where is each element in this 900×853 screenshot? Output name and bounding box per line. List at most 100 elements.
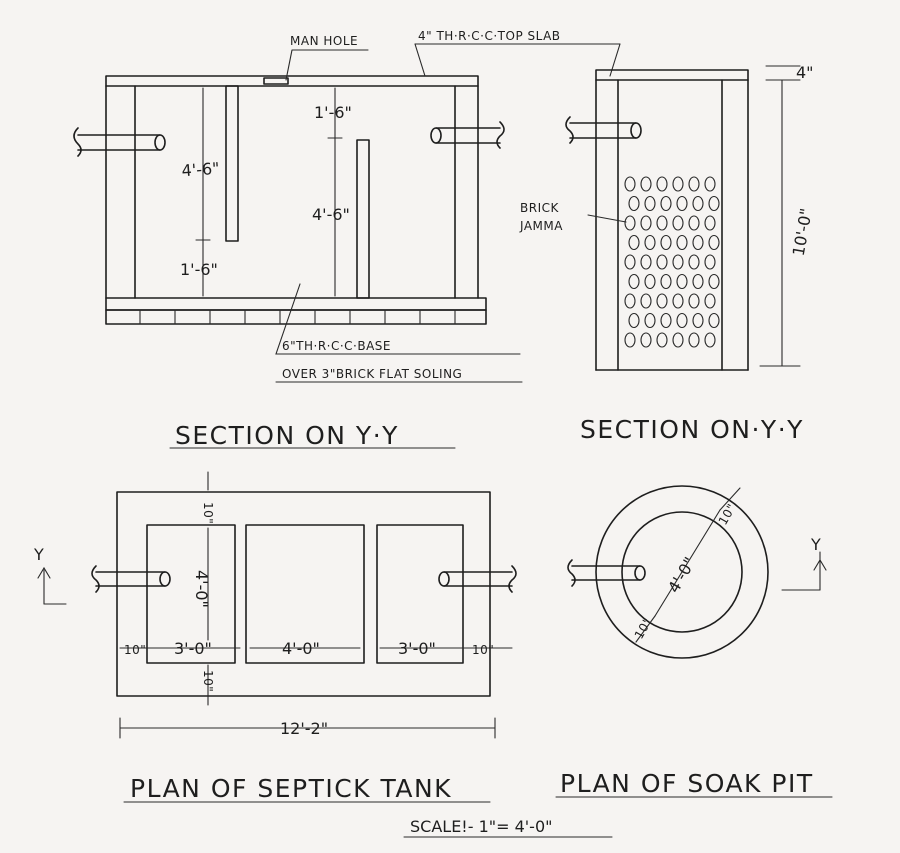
brick-jamma-pebble — [640, 176, 652, 192]
brick-jamma-pebble — [660, 195, 672, 212]
plan-dimension-lines — [119, 471, 513, 739]
brick-jamma-pebble — [672, 215, 684, 231]
tank-outer-wall — [116, 491, 491, 697]
chamber-3 — [376, 524, 464, 664]
brick-jamma-pebble — [688, 215, 700, 231]
brick-jamma-pebble — [692, 195, 704, 212]
brick-jamma-leader — [587, 214, 627, 223]
pit-wall-bottom: 10" — [632, 615, 655, 641]
base-label-line1: 6"TH·R·C·C·BASE — [282, 339, 391, 353]
brick-jamma-pebble — [656, 332, 668, 348]
brick-jamma-label-1: BRICK — [520, 201, 559, 215]
plan-title-tank: PLAN OF SEPTICK TANK — [130, 774, 452, 803]
top-slab-label: 4" TH·R·C·C·TOP SLAB — [418, 29, 561, 43]
brick-jamma-fill — [624, 176, 720, 348]
brick-jamma-pebble — [656, 215, 668, 231]
soak-top-slab — [595, 69, 749, 81]
brick-jamma-pebble — [672, 293, 684, 309]
plan-outlet-pipe — [438, 565, 517, 593]
brick-jamma-pebble — [672, 176, 684, 192]
brick-jamma-pebble — [676, 195, 688, 212]
brick-jamma-pebble — [676, 234, 688, 251]
base-leader — [275, 283, 521, 355]
baffle-height-right: 4'-6" — [312, 205, 350, 224]
septic-tank-section: MAN HOLE 4" TH·R·C·C·TOP SLAB 4'-6" 1'-6… — [73, 29, 621, 383]
base-label-line2: OVER 3"BRICK FLAT SOLING — [282, 367, 462, 381]
chamber-1 — [146, 524, 236, 664]
brick-jamma-pebble — [624, 215, 636, 231]
soak-pit-section: BRICK JAMMA 4" 10'-0" — [519, 63, 816, 371]
brick-jamma-pebble — [644, 195, 656, 212]
brick-jamma-pebble — [628, 312, 640, 329]
brick-jamma-pebble — [628, 273, 640, 290]
pit-outer-ring — [595, 485, 769, 659]
brick-jamma-pebble — [708, 234, 720, 251]
chamber-2 — [245, 524, 365, 664]
brick-jamma-pebble — [660, 312, 672, 329]
brick-jamma-pebble — [624, 176, 636, 192]
brick-jamma-pebble — [704, 176, 716, 192]
plan-title-soak: PLAN OF SOAK PIT — [560, 769, 814, 798]
baffle-wall-right — [356, 139, 370, 299]
baffle-gap-left: 1'-6" — [180, 260, 218, 279]
brick-jamma-pebble — [644, 273, 656, 290]
brick-jamma-pebble — [640, 215, 652, 231]
pit-inlet-pipe — [567, 559, 646, 587]
brick-jamma-pebble — [672, 332, 684, 348]
manhole-label: MAN HOLE — [290, 34, 358, 48]
septic-tank-plan: Y 10" 4'-0" 10" 10" 3'-0" 4'-0" 3'-0" 10… — [33, 471, 517, 739]
brick-jamma-pebble — [688, 332, 700, 348]
top-slab-leader — [414, 43, 621, 77]
y-label-right: Y — [810, 535, 821, 554]
soling-bricks — [139, 309, 456, 325]
inlet-pipe — [73, 127, 166, 157]
plan-inlet-pipe — [91, 565, 171, 593]
brick-jamma-pebble — [692, 234, 704, 251]
brick-jamma-pebble — [624, 293, 636, 309]
brick-jamma-pebble — [688, 254, 700, 270]
brick-jamma-pebble — [656, 176, 668, 192]
plan-wall-top: 10" — [201, 502, 215, 524]
soak-pit-plan: Y 4'-0" 10" 10" — [567, 485, 827, 659]
brick-jamma-pebble — [656, 254, 668, 270]
brick-jamma-pebble — [628, 234, 640, 251]
brick-jamma-pebble — [676, 273, 688, 290]
plan-chamber-2: 4'-0" — [282, 639, 320, 658]
soak-depth-dimension: 10'-0" — [789, 207, 816, 258]
plan-wall-left: 10" — [124, 643, 146, 657]
brick-jamma-pebble — [676, 312, 688, 329]
section-title-left: SECTION ON Y·Y — [175, 421, 399, 450]
brick-jamma-pebble — [688, 176, 700, 192]
y-marker-right — [781, 551, 827, 591]
y-marker-left — [37, 566, 67, 605]
brick-soling — [105, 309, 487, 325]
outlet-pipe — [430, 121, 505, 149]
section-title-right: SECTION ON·Y·Y — [580, 415, 804, 444]
manhole-leader — [285, 49, 369, 81]
manhole-opening — [263, 77, 289, 85]
plan-chamber-3: 3'-0" — [398, 639, 436, 658]
brick-jamma-pebble — [624, 254, 636, 270]
brick-jamma-pebble — [708, 312, 720, 329]
brick-jamma-pebble — [704, 332, 716, 348]
baffle-wall-left — [225, 85, 239, 242]
plan-chamber-1: 3'-0" — [174, 639, 212, 658]
top-slab — [105, 75, 479, 87]
brick-jamma-pebble — [688, 293, 700, 309]
plan-wall-bottom: 10" — [201, 670, 215, 692]
brick-jamma-pebble — [708, 195, 720, 212]
pit-inner-ring — [621, 511, 743, 633]
plan-overall-length: 12'-2" — [280, 719, 328, 738]
brick-jamma-pebble — [640, 293, 652, 309]
brick-jamma-pebble — [640, 254, 652, 270]
brick-jamma-pebble — [656, 293, 668, 309]
soak-slab-dimension: 4" — [796, 63, 814, 82]
brick-jamma-pebble — [660, 234, 672, 251]
soak-dimension-lines — [759, 65, 801, 367]
brick-jamma-pebble — [644, 312, 656, 329]
brick-jamma-pebble — [692, 273, 704, 290]
baffle-gap-right: 1'-6" — [314, 103, 352, 122]
pit-dimension-lines — [635, 487, 741, 643]
